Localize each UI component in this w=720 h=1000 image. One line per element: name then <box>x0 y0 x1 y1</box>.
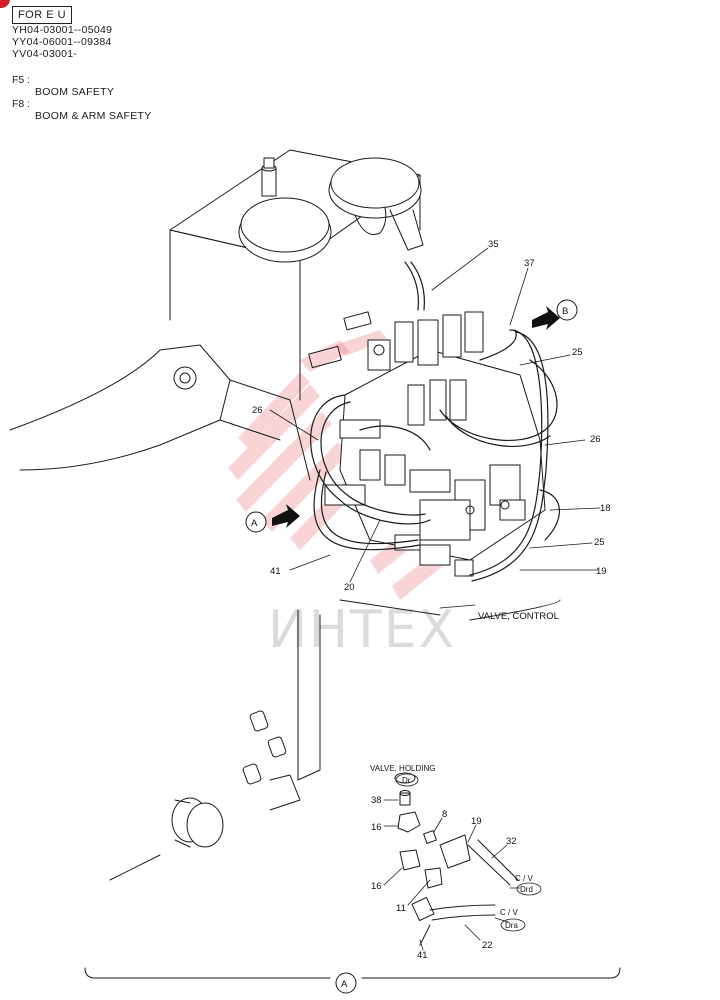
callout-26-right: 26 <box>590 434 601 445</box>
leader-lines <box>269 247 601 609</box>
callout-25-lower: 25 <box>594 537 605 548</box>
option-desc-f5: BOOM SAFETY <box>35 86 115 98</box>
valve-holding-label: VALVE, HOLDING <box>370 764 436 773</box>
option-desc-f8: BOOM & ARM SAFETY <box>35 110 152 122</box>
section-a-letter: A <box>341 979 348 990</box>
option-code-f8: F8 : <box>12 98 31 110</box>
region-label: FOR E U <box>12 6 72 24</box>
detail-leaders <box>383 773 542 951</box>
callout-19: 19 <box>596 566 607 577</box>
callout-11: 11 <box>396 903 406 914</box>
hydraulic-tank <box>169 149 424 401</box>
callout-37: 37 <box>524 258 535 269</box>
callout-35: 35 <box>488 239 499 250</box>
callout-16-upper: 16 <box>371 822 382 833</box>
port-dr-label: Dr <box>402 776 411 785</box>
serial-range-3: YV04-03001- <box>12 48 78 60</box>
corner-marker <box>0 0 10 8</box>
view-arrow-a <box>245 504 300 533</box>
serial-range-1: YH04-03001--05049 <box>12 24 113 36</box>
callout-22: 22 <box>482 940 493 951</box>
callout-26-left: 26 <box>252 405 263 416</box>
callout-41-lower: 41 <box>417 950 428 961</box>
watermark-text: ИНТЕХ <box>268 600 457 660</box>
bushings <box>242 710 287 785</box>
callout-8: 8 <box>442 809 447 820</box>
cv-label-2: C / V <box>500 908 518 917</box>
callout-41-upper: 41 <box>270 566 281 577</box>
callout-20: 20 <box>344 582 355 593</box>
control-valve <box>324 311 546 577</box>
detail-parts <box>394 772 519 946</box>
callout-25-upper: 25 <box>572 347 583 358</box>
port-drd-label: Drd <box>520 885 533 894</box>
callout-16-lower: 16 <box>371 881 382 892</box>
cv-label-1: C / V <box>515 874 533 883</box>
hydraulic-hoses <box>310 261 560 582</box>
callout-19-detail: 19 <box>471 816 482 827</box>
callout-38: 38 <box>371 795 382 806</box>
boom-bracket <box>9 344 311 481</box>
lower-bracket <box>269 599 561 811</box>
callout-32: 32 <box>506 836 517 847</box>
section-bracket <box>84 967 621 994</box>
view-arrow-b <box>532 299 578 330</box>
valve-control-label: VALVE, CONTROL <box>478 611 559 622</box>
serial-range-2: YY04-06001--09384 <box>12 36 112 48</box>
pump-cylinder <box>109 797 224 881</box>
view-a-letter: A <box>251 518 258 529</box>
callout-18: 18 <box>600 503 611 514</box>
port-dra-label: Dra <box>505 921 518 930</box>
header: FOR E U YH04-03001--05049 YY04-06001--09… <box>0 0 300 130</box>
view-b-letter: B <box>562 306 568 317</box>
option-code-f5: F5 : <box>12 74 31 86</box>
